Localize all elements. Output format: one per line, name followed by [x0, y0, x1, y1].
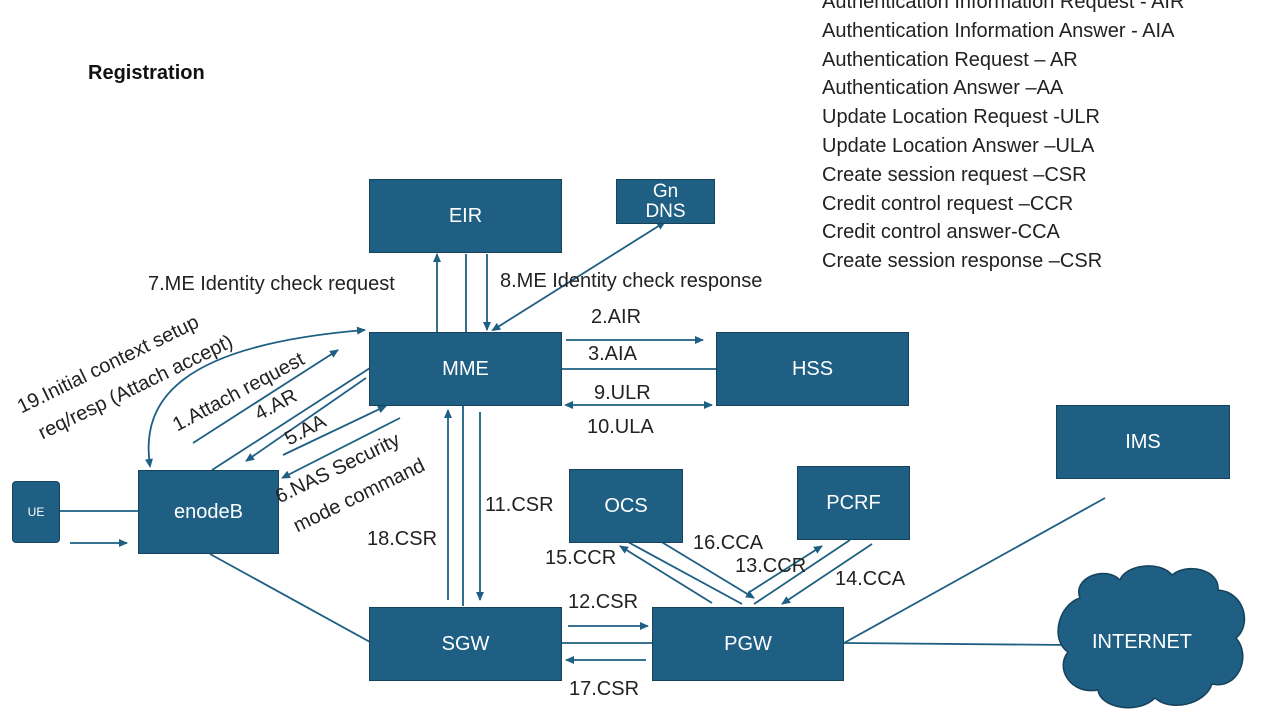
msg-m7: 7.ME Identity check request — [148, 273, 395, 295]
abbreviation-legend: Authentication Information Request - AIR… — [822, 0, 1184, 276]
node-pcrf-label: PCRF — [826, 491, 881, 514]
node-eir: EIR — [369, 179, 562, 253]
node-pgw: PGW — [652, 607, 844, 681]
msg-m14: 14.CCA — [835, 568, 906, 590]
node-pgw-label: PGW — [724, 632, 772, 655]
msg-m11: 11.CSR — [485, 494, 554, 516]
node-hss: HSS — [716, 332, 909, 406]
node-ue-label: UE — [27, 504, 45, 519]
legend-item: Authentication Information Answer - AIA — [822, 19, 1175, 42]
node-pcrf: PCRF — [797, 466, 910, 540]
msg-m17: 17.CSR — [569, 678, 640, 700]
node-gn-dns: Gn DNS — [616, 179, 715, 224]
arrow-m15 — [619, 545, 713, 604]
node-ocs-label: OCS — [604, 494, 648, 517]
node-ims-label: IMS — [1125, 430, 1161, 453]
node-hss-label: HSS — [791, 357, 834, 380]
msg-m9: 9.ULR — [594, 382, 651, 404]
legend-item: Authentication Information Request - AIR — [822, 0, 1185, 13]
legend-item: Update Location Request -ULR — [822, 106, 1100, 129]
arrow-m14 — [781, 543, 873, 605]
msg-m3: 3.AIA — [588, 343, 637, 365]
node-ue: UE — [12, 481, 60, 543]
legend-item: Authentication Request – AR — [822, 48, 1078, 71]
node-eir-label: EIR — [448, 204, 483, 227]
internet-cloud — [1057, 565, 1246, 709]
node-ocs: OCS — [569, 469, 683, 543]
msg-m10: 10.ULA — [587, 416, 654, 438]
node-mme: MME — [369, 332, 562, 406]
link-pgw-ims — [843, 497, 1106, 644]
page-title: Registration — [88, 62, 205, 84]
msg-m15: 15.CCR — [545, 547, 617, 569]
legend-item: Credit control answer-CCA — [822, 221, 1060, 244]
msg-m8: 8.ME Identity check response — [500, 270, 763, 292]
legend-item: Create session response –CSR — [822, 250, 1103, 273]
legend-item: Create session request –CSR — [822, 163, 1087, 186]
link-ocs-pgw — [627, 541, 743, 605]
legend-item: Update Location Answer –ULA — [822, 134, 1095, 157]
node-ims: IMS — [1056, 405, 1230, 479]
msg-m16: 16.CCA — [693, 532, 764, 554]
msg-m13: 13.CCR — [735, 555, 807, 577]
node-enodeb: enodeB — [138, 470, 279, 554]
node-mme-label: MME — [442, 357, 489, 380]
node-gn-dns-line2: DNS — [645, 200, 686, 222]
arrow-m19 — [145, 326, 366, 468]
node-internet-label: INTERNET — [1092, 631, 1192, 653]
node-sgw-label: SGW — [441, 632, 490, 655]
link-pgw-internet — [843, 642, 1069, 646]
node-gn-dns-line1: Gn — [652, 180, 679, 202]
arrow-dns-mme — [491, 221, 666, 332]
msg-m12: 12.CSR — [568, 591, 639, 613]
arrow-m16 — [654, 537, 755, 599]
msg-m18: 18.CSR — [367, 528, 438, 550]
node-enodeb-label: enodeB — [174, 500, 243, 523]
msg-m2: 2.AIR — [591, 306, 642, 328]
legend-item: Authentication Answer –AA — [822, 77, 1064, 100]
link-enodeb-sgw — [209, 553, 371, 643]
node-sgw: SGW — [369, 607, 562, 681]
legend-item: Credit control request –CCR — [822, 192, 1074, 215]
arrow-m13 — [747, 545, 823, 594]
link-pcrf-pgw — [753, 539, 851, 605]
